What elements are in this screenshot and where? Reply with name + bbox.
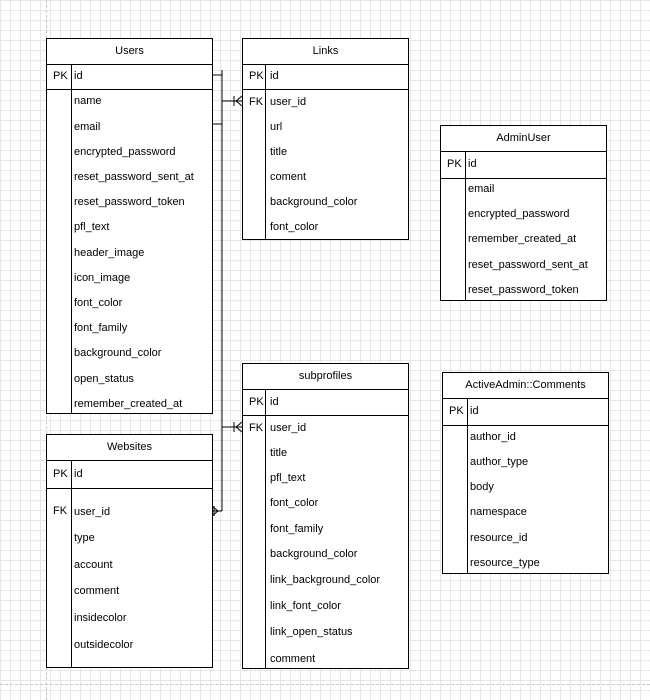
fk-field: user_id	[270, 96, 307, 108]
entity-title: Links	[243, 39, 408, 65]
field: coment	[270, 171, 307, 183]
field: font_color	[270, 221, 319, 233]
field: reset_password_token	[74, 196, 185, 208]
primary-key-row: PK id	[47, 461, 212, 489]
field: outsidecolor	[74, 639, 134, 651]
field: reset_password_token	[468, 284, 579, 296]
field: email	[468, 183, 495, 195]
pk-label: PK	[447, 158, 462, 170]
entity-admin-user[interactable]: AdminUser PK id email encrypted_password…	[440, 125, 607, 301]
field: background_color	[270, 548, 358, 560]
entity-title: Users	[47, 39, 212, 65]
pk-field: id	[270, 396, 279, 408]
field: remember_created_at	[74, 398, 183, 410]
pk-field: id	[74, 468, 83, 480]
primary-key-row: PK id	[441, 152, 606, 179]
entity-title: ActiveAdmin::Comments	[443, 373, 608, 399]
entity-subprofiles[interactable]: subprofiles PK id FK user_id title pfl_t…	[242, 363, 409, 669]
field: resource_id	[470, 532, 528, 544]
field: url	[270, 121, 283, 133]
fk-label: FK	[53, 505, 68, 517]
connector-subprofiles-user-id	[222, 421, 243, 433]
entity-users[interactable]: Users PK id name email encrypted_passwor…	[46, 38, 213, 414]
field: header_image	[74, 247, 145, 259]
primary-key-row: PK id	[47, 65, 212, 90]
field: background_color	[74, 347, 162, 359]
field: comment	[74, 585, 120, 597]
pk-field: id	[470, 405, 479, 417]
pk-label: PK	[249, 70, 264, 82]
field: link_font_color	[270, 600, 341, 612]
pk-field: id	[270, 70, 279, 82]
pk-label: PK	[449, 405, 464, 417]
field: font_family	[74, 322, 128, 334]
entity-websites[interactable]: Websites PK id FK user_id type account c…	[46, 434, 213, 668]
pk-field: id	[74, 70, 83, 82]
field: comment	[270, 653, 316, 665]
field: encrypted_password	[74, 146, 176, 158]
field: open_status	[74, 373, 134, 385]
field: font_family	[270, 523, 324, 535]
entity-title: Websites	[47, 435, 212, 461]
pk-label: PK	[53, 468, 68, 480]
connector-users-id	[212, 70, 223, 80]
pk-field: id	[468, 158, 477, 170]
field: icon_image	[74, 272, 131, 284]
field: reset_password_sent_at	[74, 171, 194, 183]
pk-label: PK	[53, 70, 68, 82]
pk-label: PK	[249, 396, 264, 408]
page-guide-horizontal	[0, 684, 650, 685]
primary-key-row: PK id	[243, 65, 408, 90]
entity-title: AdminUser	[441, 126, 606, 152]
field: link_open_status	[270, 626, 353, 638]
field: body	[470, 481, 494, 493]
field: background_color	[270, 196, 358, 208]
entity-title: subprofiles	[243, 364, 408, 390]
field: remember_created_at	[468, 233, 577, 245]
primary-key-row: PK id	[243, 390, 408, 416]
fk-label: FK	[249, 96, 264, 108]
field: title	[270, 146, 288, 158]
field: encrypted_password	[468, 208, 570, 220]
field: font_color	[74, 297, 123, 309]
field: font_color	[270, 497, 319, 509]
field: author_type	[470, 456, 529, 468]
field: namespace	[470, 506, 527, 518]
entity-links[interactable]: Links PK id FK user_id url title coment …	[242, 38, 409, 240]
connector-links-user-id	[222, 95, 243, 107]
field: insidecolor	[74, 612, 127, 624]
field: name	[74, 95, 102, 107]
connector-websites-user-id	[211, 505, 222, 517]
field: type	[74, 532, 95, 544]
field: pfl_text	[270, 472, 306, 484]
field: link_background_color	[270, 574, 381, 586]
field: resource_type	[470, 557, 540, 569]
fk-label: FK	[249, 422, 264, 434]
field: author_id	[470, 431, 516, 443]
primary-key-row: PK id	[443, 399, 608, 426]
entity-active-admin-comments[interactable]: ActiveAdmin::Comments PK id author_id au…	[442, 372, 609, 574]
fk-field: user_id	[270, 422, 307, 434]
field: account	[74, 559, 113, 571]
fk-field: user_id	[74, 506, 111, 518]
field: email	[74, 121, 101, 133]
field: pfl_text	[74, 221, 110, 233]
field: title	[270, 447, 288, 459]
field: reset_password_sent_at	[468, 259, 588, 271]
